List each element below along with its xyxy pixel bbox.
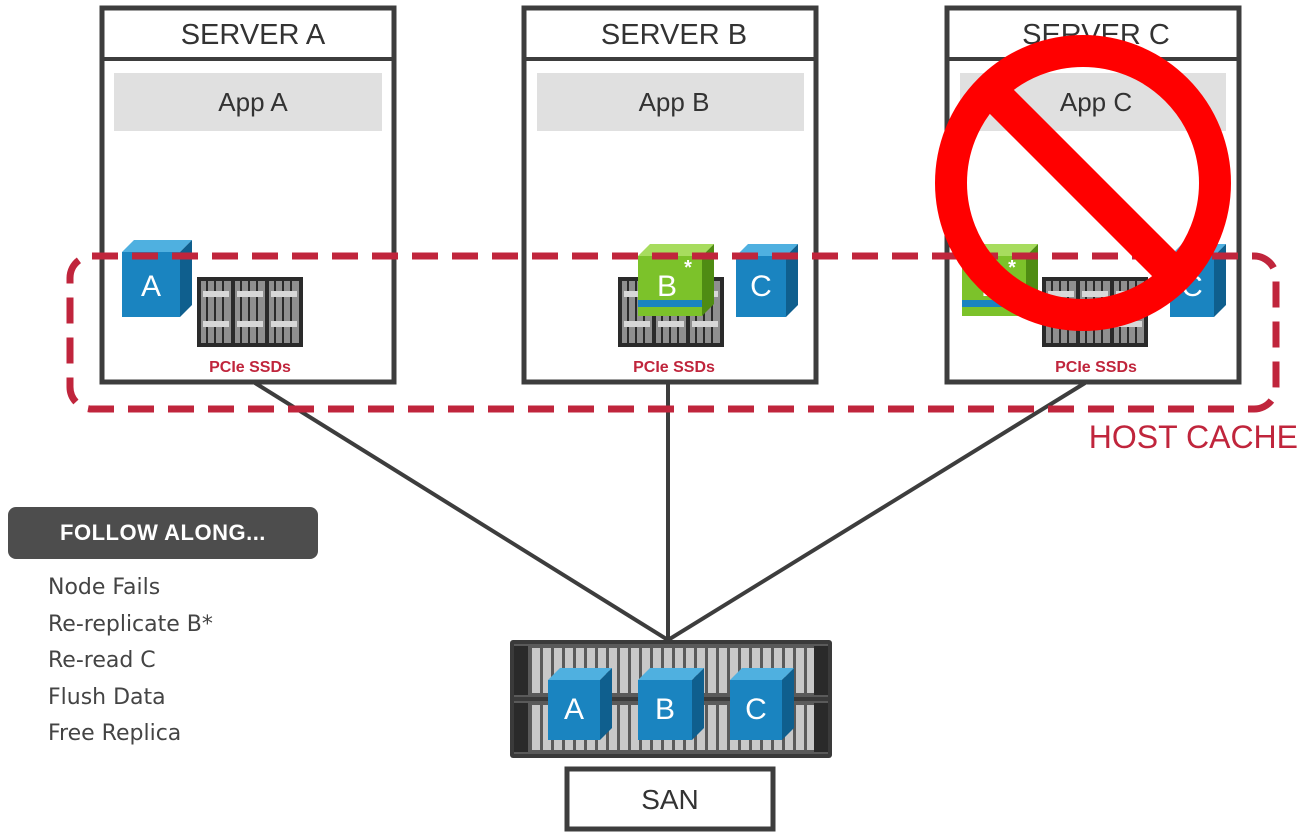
- svg-text:A: A: [564, 693, 584, 726]
- san-drive-slot: [708, 705, 716, 750]
- server-c-ssd-label: PCIe SSDs: [1055, 359, 1137, 376]
- san-drive-slot: [730, 648, 738, 693]
- san-drive-slot: [642, 648, 650, 693]
- san-drive-slot: [532, 648, 540, 693]
- step-item: Node Fails: [48, 575, 161, 600]
- cache-block-a: A: [122, 240, 192, 317]
- san-drive-slot: [807, 705, 815, 750]
- san-block-a: A: [548, 668, 612, 740]
- svg-text:C: C: [745, 693, 767, 726]
- server-rack-icon: [196, 276, 304, 348]
- san-connection-lines: [253, 381, 1087, 642]
- cache-block-c: C: [736, 244, 798, 317]
- san-drive-slot: [719, 648, 727, 693]
- follow-along-header: FOLLOW ALONG...: [8, 507, 318, 559]
- host-cache-region: [66, 252, 1280, 413]
- svg-text:B: B: [655, 693, 675, 726]
- san-drive-slot: [796, 648, 804, 693]
- connection-line-a: [253, 381, 670, 642]
- app-a-box: [114, 73, 382, 131]
- step-item: Free Replica: [48, 721, 182, 746]
- svg-text:*: *: [1008, 257, 1016, 279]
- svg-text:A: A: [141, 270, 161, 303]
- server-b: SERVER B App B PCIe SSDs B * C: [521, 5, 819, 385]
- san-drive-slot: [609, 705, 617, 750]
- svg-text:*: *: [684, 257, 692, 279]
- prohibition-icon: [935, 35, 1231, 331]
- san-drive-slot: [719, 705, 727, 750]
- app-c-label: App C: [1060, 87, 1132, 117]
- app-b-box: [537, 73, 804, 131]
- host-cache-label: HOST CACHE: [1089, 419, 1298, 455]
- app-b-label: App B: [639, 87, 710, 117]
- san-drive-slot: [631, 648, 639, 693]
- san-drive-slot: [631, 705, 639, 750]
- server-a-title: SERVER A: [181, 19, 326, 51]
- san-drive-slot: [543, 705, 551, 750]
- app-a-label: App A: [218, 87, 288, 117]
- step-item: Re-replicate B*: [48, 611, 213, 637]
- server-b-ssd-label: PCIe SSDs: [633, 359, 715, 376]
- san-drive-slot: [532, 705, 540, 750]
- step-item: Flush Data: [48, 684, 166, 710]
- san-block-b: B: [638, 668, 704, 740]
- san-drive-slot: [807, 648, 815, 693]
- san-block-c: C: [730, 668, 794, 740]
- step-item: Re-read C: [48, 648, 156, 673]
- san-drive-slot: [543, 648, 551, 693]
- san-drive-slot: [620, 705, 628, 750]
- san-drive-slot: [620, 648, 628, 693]
- san-drive-slot: [796, 705, 804, 750]
- server-b-title: SERVER B: [601, 19, 747, 51]
- svg-text:B: B: [657, 270, 677, 303]
- san-drive-slot: [708, 648, 716, 693]
- follow-along-steps: Node Fails Re-replicate B* Re-read C Flu…: [48, 570, 213, 753]
- san-array: A B C: [510, 640, 832, 758]
- san-label-box: [564, 766, 776, 832]
- connection-line-c: [666, 381, 1087, 642]
- server-a-ssd-label: PCIe SSDs: [209, 359, 291, 376]
- san-label: SAN: [641, 784, 699, 815]
- svg-text:C: C: [750, 270, 772, 303]
- server-a: SERVER A App A PCIe SSDs A: [99, 5, 397, 385]
- san-drive-slot: [609, 648, 617, 693]
